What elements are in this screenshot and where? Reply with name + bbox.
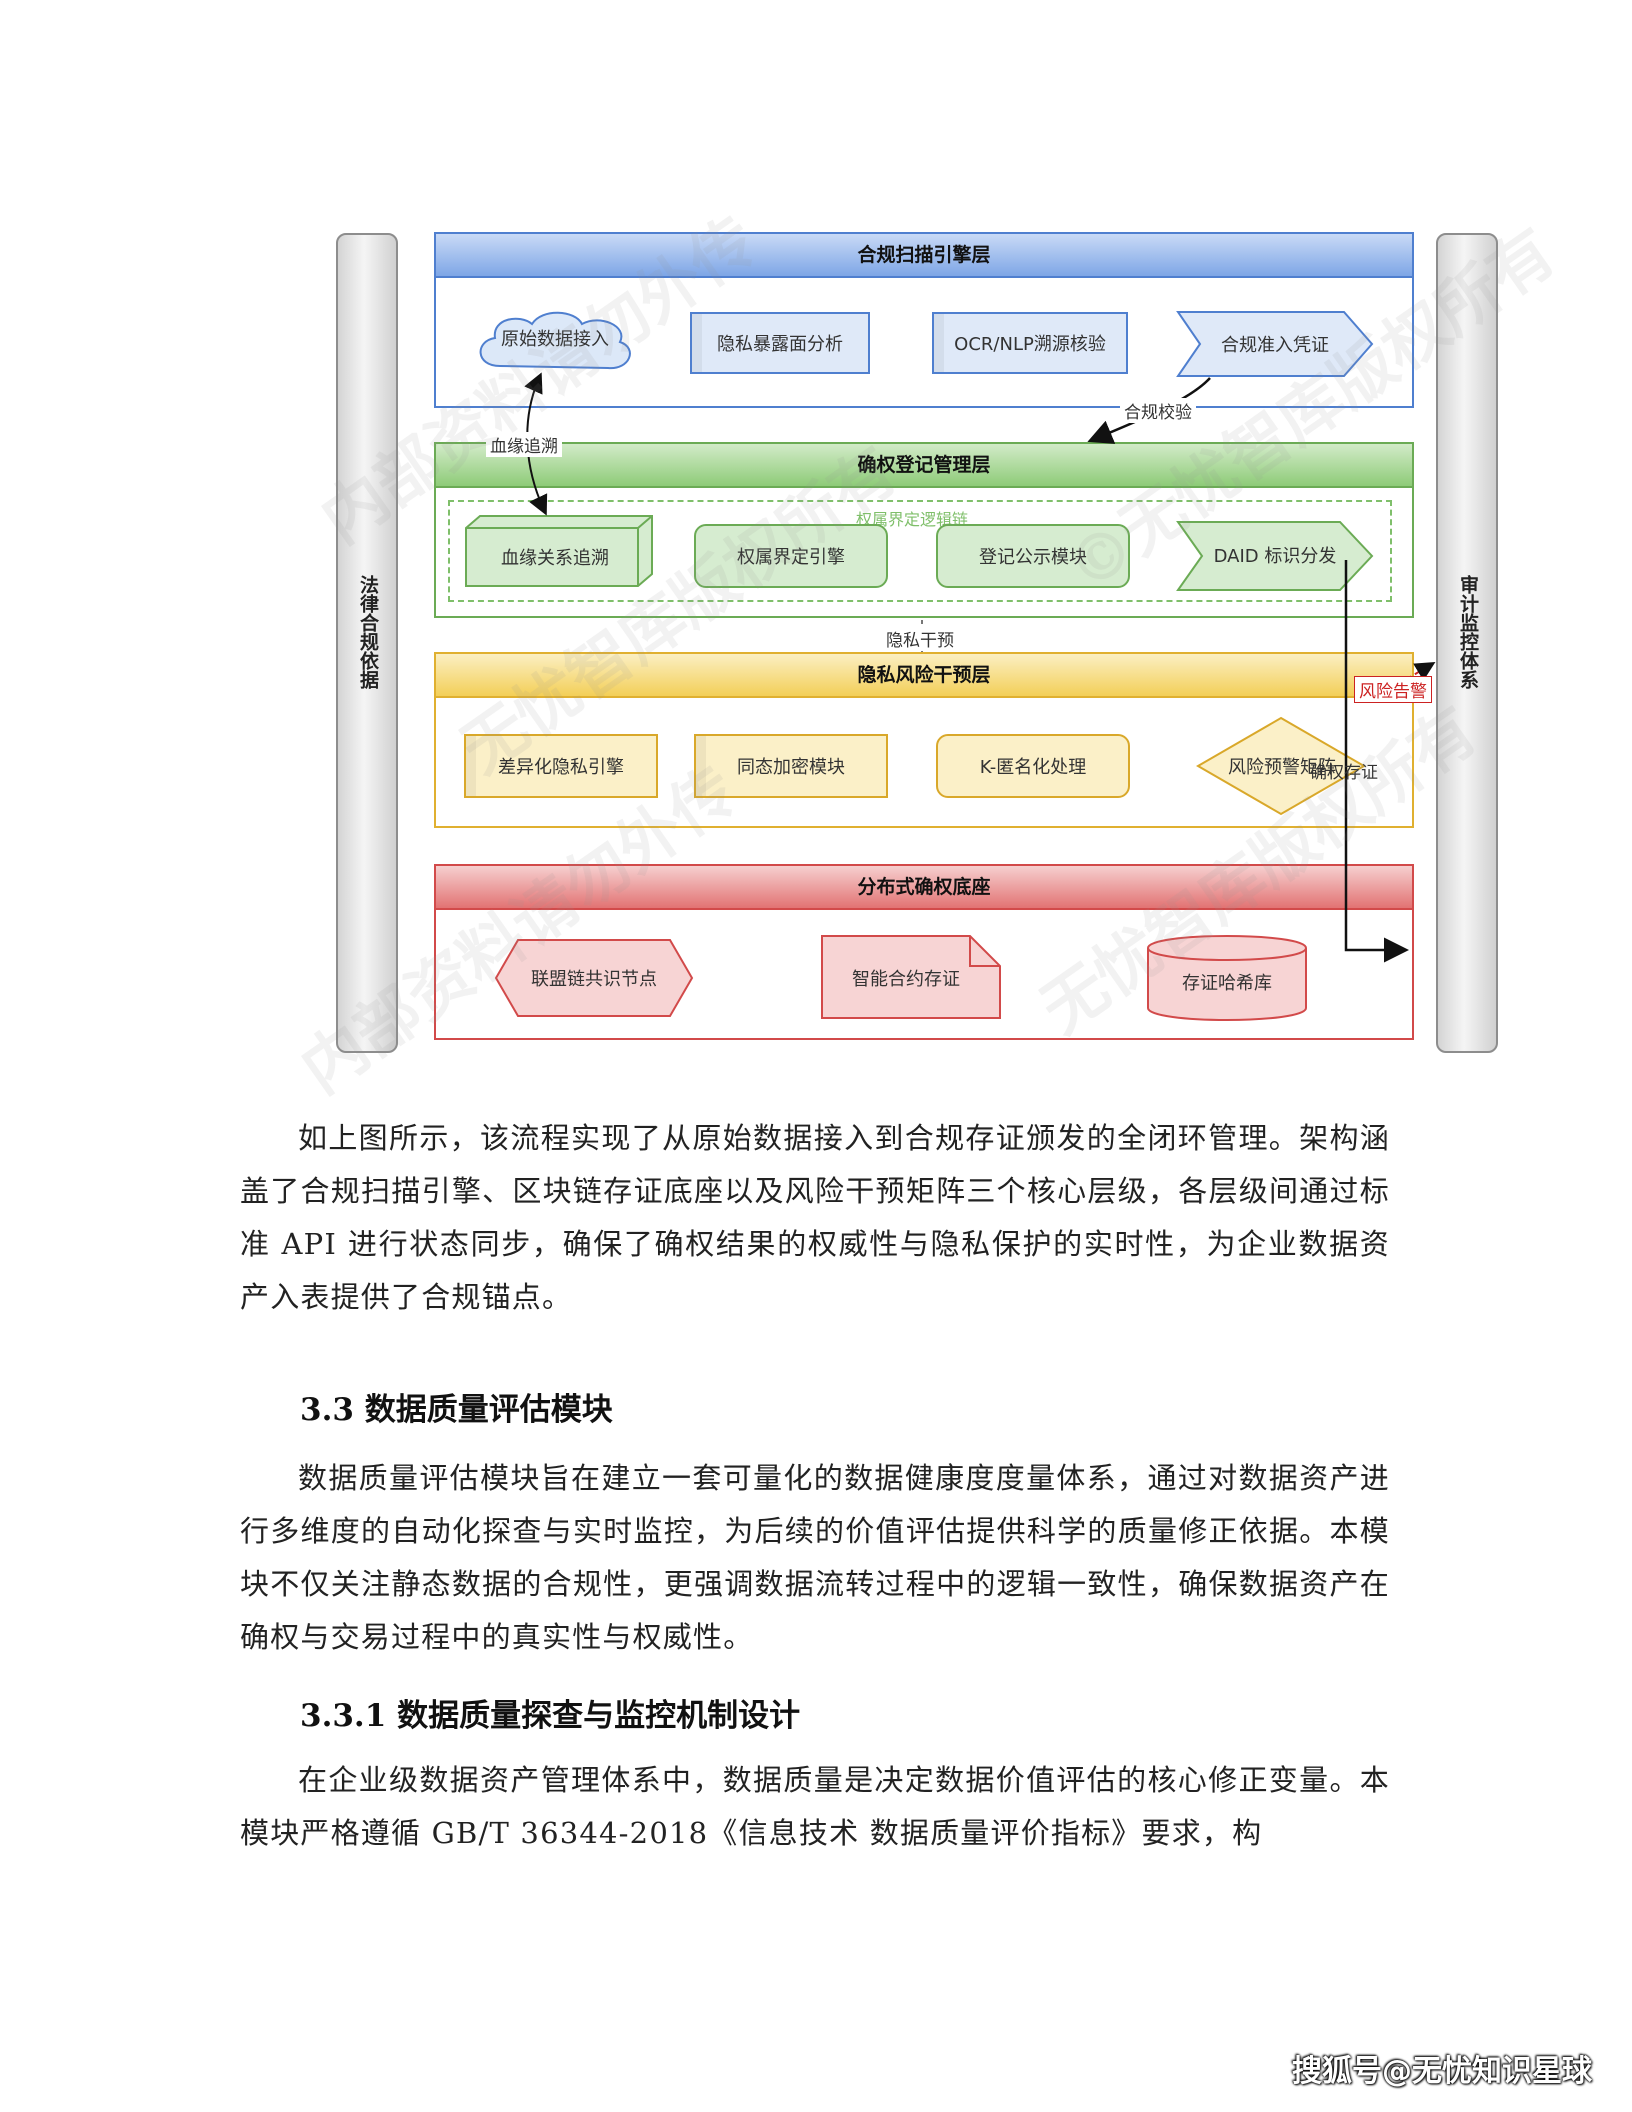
section-heading-3-3-1: 3.3.1 数据质量探查与监控机制设计	[300, 1698, 801, 1734]
node-lineage-trace: 血缘关系追溯	[501, 548, 609, 569]
paragraph-quality-mechanism: 在企业级数据资产管理体系中，数据质量是决定数据价值评估的核心修正变量。本模块严格…	[240, 1763, 1390, 1850]
layer-distributed-base-title: 分布式确权底座	[434, 864, 1414, 910]
source-watermark: 搜狐号@无忧知识星球	[1292, 2054, 1592, 2089]
node-homomorphic-encryption: 同态加密模块	[694, 734, 888, 798]
daid-shape	[1176, 521, 1374, 591]
layer-compliance-scan-title: 合规扫描引擎层	[434, 232, 1414, 278]
compliance-cert-shape	[1176, 311, 1374, 377]
node-k-anonymity: K-匿名化处理	[936, 734, 1130, 798]
edge-label-lineage: 血缘追溯	[486, 432, 562, 457]
node-risk-matrix: 风险预警矩阵	[1228, 757, 1336, 778]
smart-contract-doc-shape	[821, 935, 1001, 1019]
audit-monitor-label: 审计监控体系	[1457, 575, 1479, 689]
ownership-logic-label: 权属界定逻辑链	[856, 510, 969, 529]
raw-data-cloud-shape	[479, 311, 631, 370]
ownership-logic-group	[448, 500, 1392, 602]
node-ownership-engine: 权属界定引擎	[694, 524, 888, 588]
node-smart-contract: 智能合约存证	[852, 969, 960, 990]
node-ocr-nlp: OCR/NLP溯源核验	[932, 312, 1128, 374]
paragraph-quality-module: 数据质量评估模块旨在建立一套可量化的数据健康度度量体系，通过对数据资产进行多维度…	[240, 1461, 1390, 1654]
risk-matrix-diamond-shape	[1196, 716, 1366, 816]
layer-rights-registration-title: 确权登记管理层	[434, 442, 1414, 488]
edge-label-privacy-intervention: 隐私干预	[882, 626, 958, 651]
connector-lines	[524, 372, 1436, 963]
paragraph-architecture-summary: 如上图所示，该流程实现了从原始数据接入到合规存证颁发的全闭环管理。架构涵盖了合规…	[240, 1121, 1390, 1314]
consortium-hexagon-shape	[494, 939, 694, 1017]
node-consortium-consensus: 联盟链共识节点	[531, 969, 657, 990]
node-raw-data-ingest: 原始数据接入	[501, 329, 609, 350]
audit-monitor-pillar: 审计监控体系	[1436, 233, 1498, 1053]
node-privacy-exposure: 隐私暴露面分析	[690, 312, 870, 374]
edge-label-risk-alert: 风险告警	[1354, 676, 1432, 703]
node-differential-privacy: 差异化隐私引擎	[464, 734, 658, 798]
node-registration-publicity: 登记公示模块	[936, 524, 1130, 588]
edge-label-compliance-check: 合规校验	[1120, 398, 1196, 423]
hash-db-cylinder-shape	[1147, 935, 1307, 1021]
legal-compliance-label: 法律合规依据	[357, 575, 379, 689]
lineage-cube-shape	[465, 515, 653, 587]
section-heading-3-3: 3.3 数据质量评估模块	[300, 1392, 613, 1428]
node-hash-db: 存证哈希库	[1182, 973, 1272, 994]
edge-label-rights-evidence: 确权存证	[1310, 763, 1378, 783]
layer-privacy-risk-title: 隐私风险干预层	[434, 652, 1414, 698]
legal-compliance-pillar: 法律合规依据	[336, 233, 398, 1053]
node-compliance-cert: 合规准入凭证	[1221, 335, 1329, 356]
node-daid-distribution: DAID 标识分发	[1213, 546, 1337, 567]
